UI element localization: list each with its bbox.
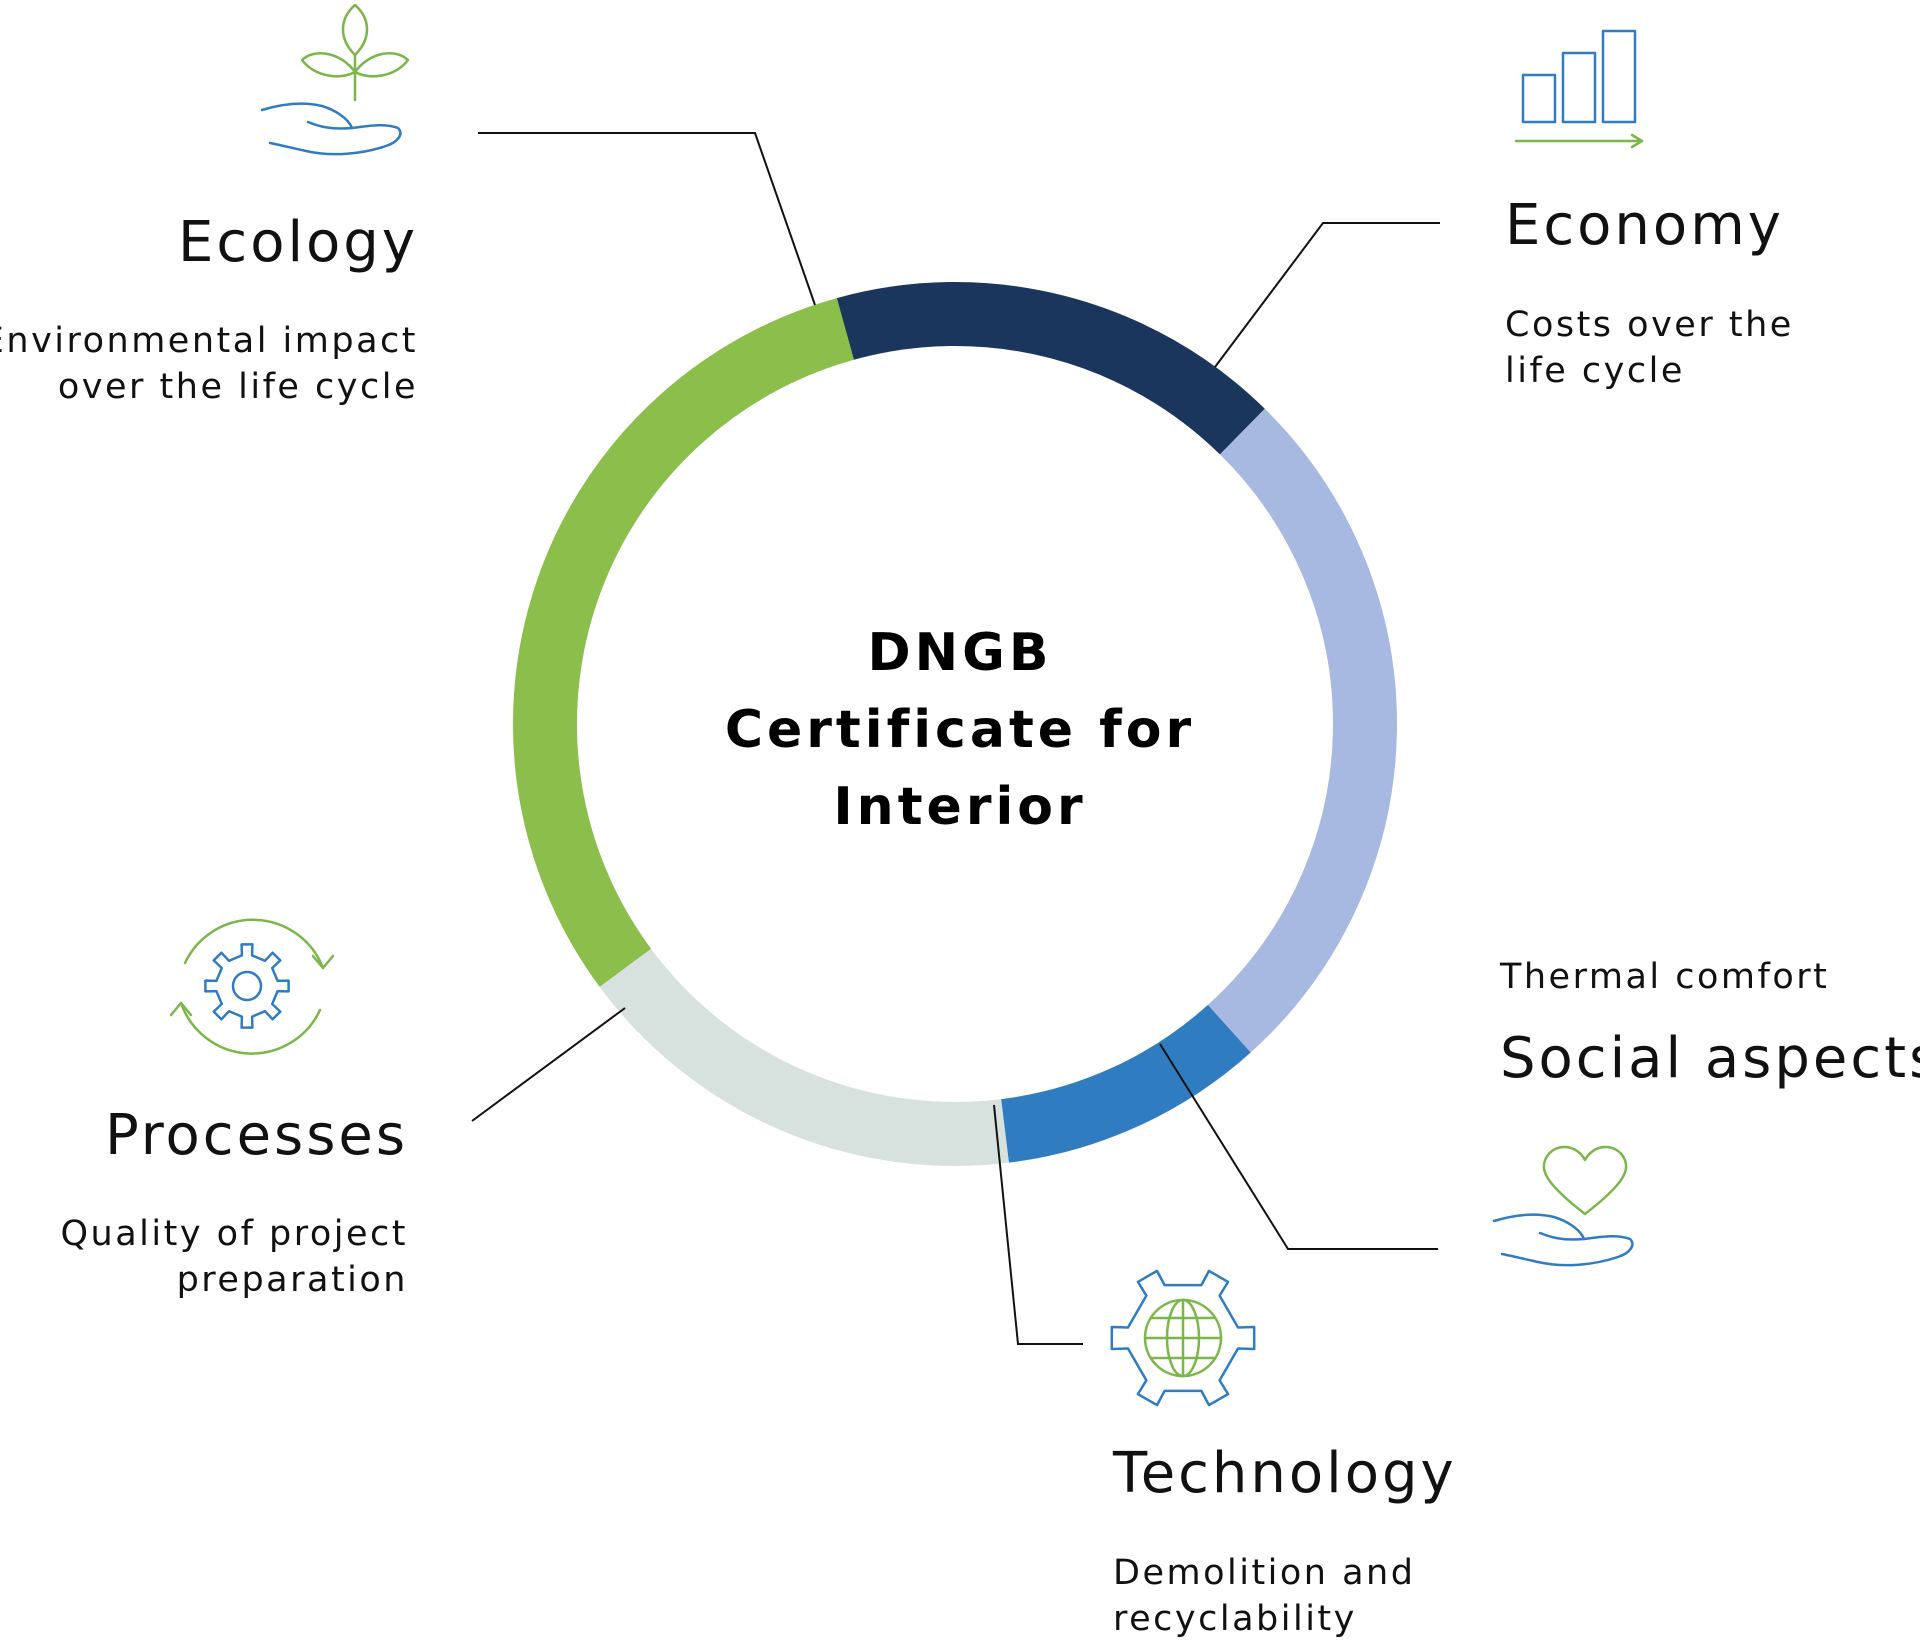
social-title: Social aspects xyxy=(1500,1026,1920,1091)
economy-description-line: life cycle xyxy=(1505,351,1685,391)
social-description: Thermal comfort xyxy=(1500,954,1829,1000)
connector-technology xyxy=(993,1104,1083,1345)
connector-ecology xyxy=(478,132,816,306)
technology-description-line: recyclability xyxy=(1113,1599,1357,1639)
ecology-description-line: over the life cycle xyxy=(57,367,418,407)
ecology-description-line: Environmental impact xyxy=(0,321,418,361)
heart-in-hand-icon xyxy=(1492,1145,1634,1267)
gear-outline xyxy=(204,943,290,1029)
bar-chart-icon xyxy=(1514,29,1644,149)
ecology-description: Environmental impact over the life cycle xyxy=(0,318,418,410)
processes-description: Quality of project preparation xyxy=(60,1211,408,1303)
processes-title: Processes xyxy=(104,1103,408,1168)
gear-outline xyxy=(1110,1269,1256,1407)
ring-segment-social-aspects xyxy=(1207,408,1397,1053)
economy-description-line: Costs over the xyxy=(1505,305,1794,345)
connector-social xyxy=(1159,1043,1438,1250)
gear-cycle-icon xyxy=(169,918,335,1055)
economy-description: Costs over the life cycle xyxy=(1505,302,1794,394)
processes-description-line: preparation xyxy=(176,1260,408,1300)
center-title-line: Interior xyxy=(833,777,1087,837)
ecology-title: Ecology xyxy=(178,210,418,275)
ring-segment-processes xyxy=(599,948,1009,1166)
ring-segment-economy xyxy=(836,282,1265,455)
technology-description: Demolition and recyclability xyxy=(1113,1550,1415,1640)
center-title: DNGB Certificate for Interior xyxy=(660,615,1260,846)
economy-title: Economy xyxy=(1505,193,1784,258)
social-description-line: Thermal comfort xyxy=(1500,957,1830,997)
technology-title: Technology xyxy=(1113,1441,1457,1506)
center-title-line: DNGB xyxy=(867,623,1053,683)
plant-in-hand-icon xyxy=(260,3,410,156)
ring-segment-ecology xyxy=(512,298,854,987)
center-title-line: Certificate for xyxy=(724,700,1196,760)
ring xyxy=(512,282,1397,1166)
technology-description-line: Demolition and xyxy=(1113,1553,1416,1593)
processes-description-line: Quality of project xyxy=(60,1214,408,1254)
connector-processes xyxy=(471,1007,626,1122)
connector-economy xyxy=(1214,222,1440,368)
gear-globe-icon xyxy=(1110,1269,1256,1407)
ring-segment-technology xyxy=(1000,1004,1251,1163)
